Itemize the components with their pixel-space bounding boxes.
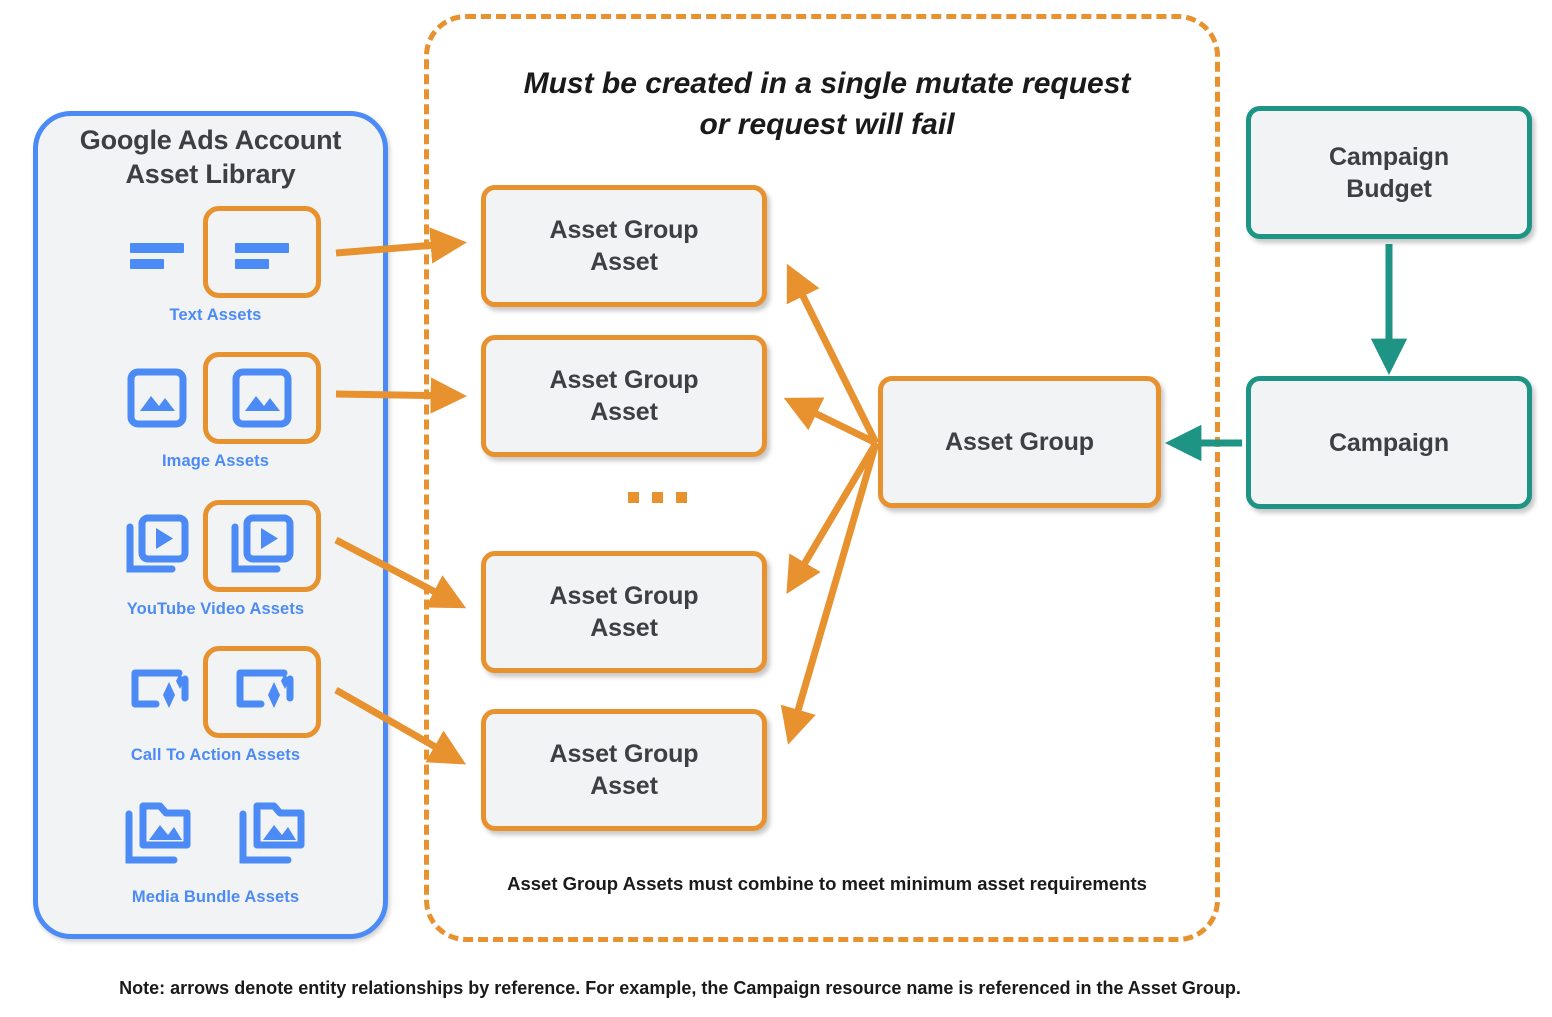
asset-group-asset-label-3: Asset Group Asset (550, 580, 699, 644)
asset-label-video: YouTube Video Assets (126, 600, 305, 618)
text-asset-icon-selected[interactable] (202, 206, 321, 298)
campaign-budget-label: Campaign Budget (1329, 141, 1449, 205)
campaign-label: Campaign (1328, 428, 1450, 457)
mutate-region-footer: Asset Group Assets must combine to meet … (507, 873, 1147, 894)
asset-icons-image (38, 352, 393, 444)
image-asset-icon (111, 352, 203, 444)
aga-label-line1: Asset Group (549, 216, 699, 244)
mutate-region-title-line2: or request will fail (699, 108, 955, 142)
ellipsis-dot-2 (652, 492, 663, 503)
aga-label-line2: Asset (590, 772, 658, 800)
asset-library-title-line1: Google Ads Account (79, 125, 342, 155)
asset-group-asset-label-4: Asset Group Asset (550, 738, 699, 802)
asset-row-media-bundle[interactable]: Media Bundle Assets (38, 788, 393, 907)
call-to-action-icon (111, 646, 203, 738)
asset-group-asset-node-2[interactable]: Asset Group Asset (481, 335, 767, 457)
asset-library-panel: Google Ads Account Asset Library (33, 111, 388, 939)
video-asset-icon-selected[interactable] (202, 500, 321, 592)
asset-label-media-bundle: Media Bundle Assets (131, 888, 300, 906)
campaign-budget-node[interactable]: Campaign Budget (1246, 106, 1532, 239)
asset-icons-cta (38, 646, 393, 738)
call-to-action-icon-selected[interactable] (202, 646, 321, 738)
asset-row-video[interactable]: YouTube Video Assets (38, 500, 393, 619)
ellipsis-dot-3 (676, 492, 687, 503)
asset-label-image: Image Assets (162, 452, 269, 470)
aga-label-line1: Asset Group (549, 582, 699, 610)
footer-note: Note: arrows denote entity relationships… (119, 978, 1241, 998)
campaign-budget-label-line2: Budget (1346, 174, 1432, 203)
mutate-region-title: Must be created in a single mutate reque… (469, 63, 1185, 146)
asset-label-text: Text Assets (169, 306, 262, 324)
asset-group-asset-node-1[interactable]: Asset Group Asset (481, 185, 767, 307)
mutate-region-title-line1: Must be created in a single mutate reque… (523, 67, 1131, 100)
asset-group-asset-label-1: Asset Group Asset (550, 214, 699, 278)
campaign-node[interactable]: Campaign (1246, 376, 1532, 509)
asset-icons-video (38, 500, 393, 592)
asset-library-title-line2: Asset Library (125, 158, 296, 189)
asset-icons-text (38, 206, 393, 298)
asset-group-asset-label-2: Asset Group Asset (550, 364, 699, 428)
media-bundle-asset-icon-2 (227, 788, 319, 880)
asset-group-label: Asset Group (945, 428, 1094, 456)
media-bundle-asset-icon (113, 788, 205, 880)
asset-label-cta: Call To Action Assets (130, 746, 301, 764)
campaign-budget-label-line1: Campaign (1328, 142, 1450, 171)
asset-library-title: Google Ads Account Asset Library (38, 124, 383, 192)
asset-group-node[interactable]: Asset Group (878, 376, 1161, 508)
asset-group-asset-node-3[interactable]: Asset Group Asset (481, 551, 767, 673)
ellipsis-indicator (628, 492, 687, 503)
image-asset-icon-selected[interactable] (202, 352, 321, 444)
asset-row-image[interactable]: Image Assets (38, 352, 393, 471)
asset-row-text[interactable]: Text Assets (38, 206, 393, 325)
video-asset-icon (111, 500, 203, 592)
ellipsis-dot-1 (628, 492, 639, 503)
aga-label-line2: Asset (590, 248, 658, 276)
aga-label-line2: Asset (590, 398, 658, 426)
aga-label-line1: Asset Group (549, 740, 699, 768)
asset-icons-media-bundle (38, 788, 393, 880)
asset-group-asset-node-4[interactable]: Asset Group Asset (481, 709, 767, 831)
text-asset-icon (111, 206, 203, 298)
aga-label-line2: Asset (590, 614, 658, 642)
aga-label-line1: Asset Group (549, 366, 699, 394)
asset-row-cta[interactable]: Call To Action Assets (38, 646, 393, 765)
